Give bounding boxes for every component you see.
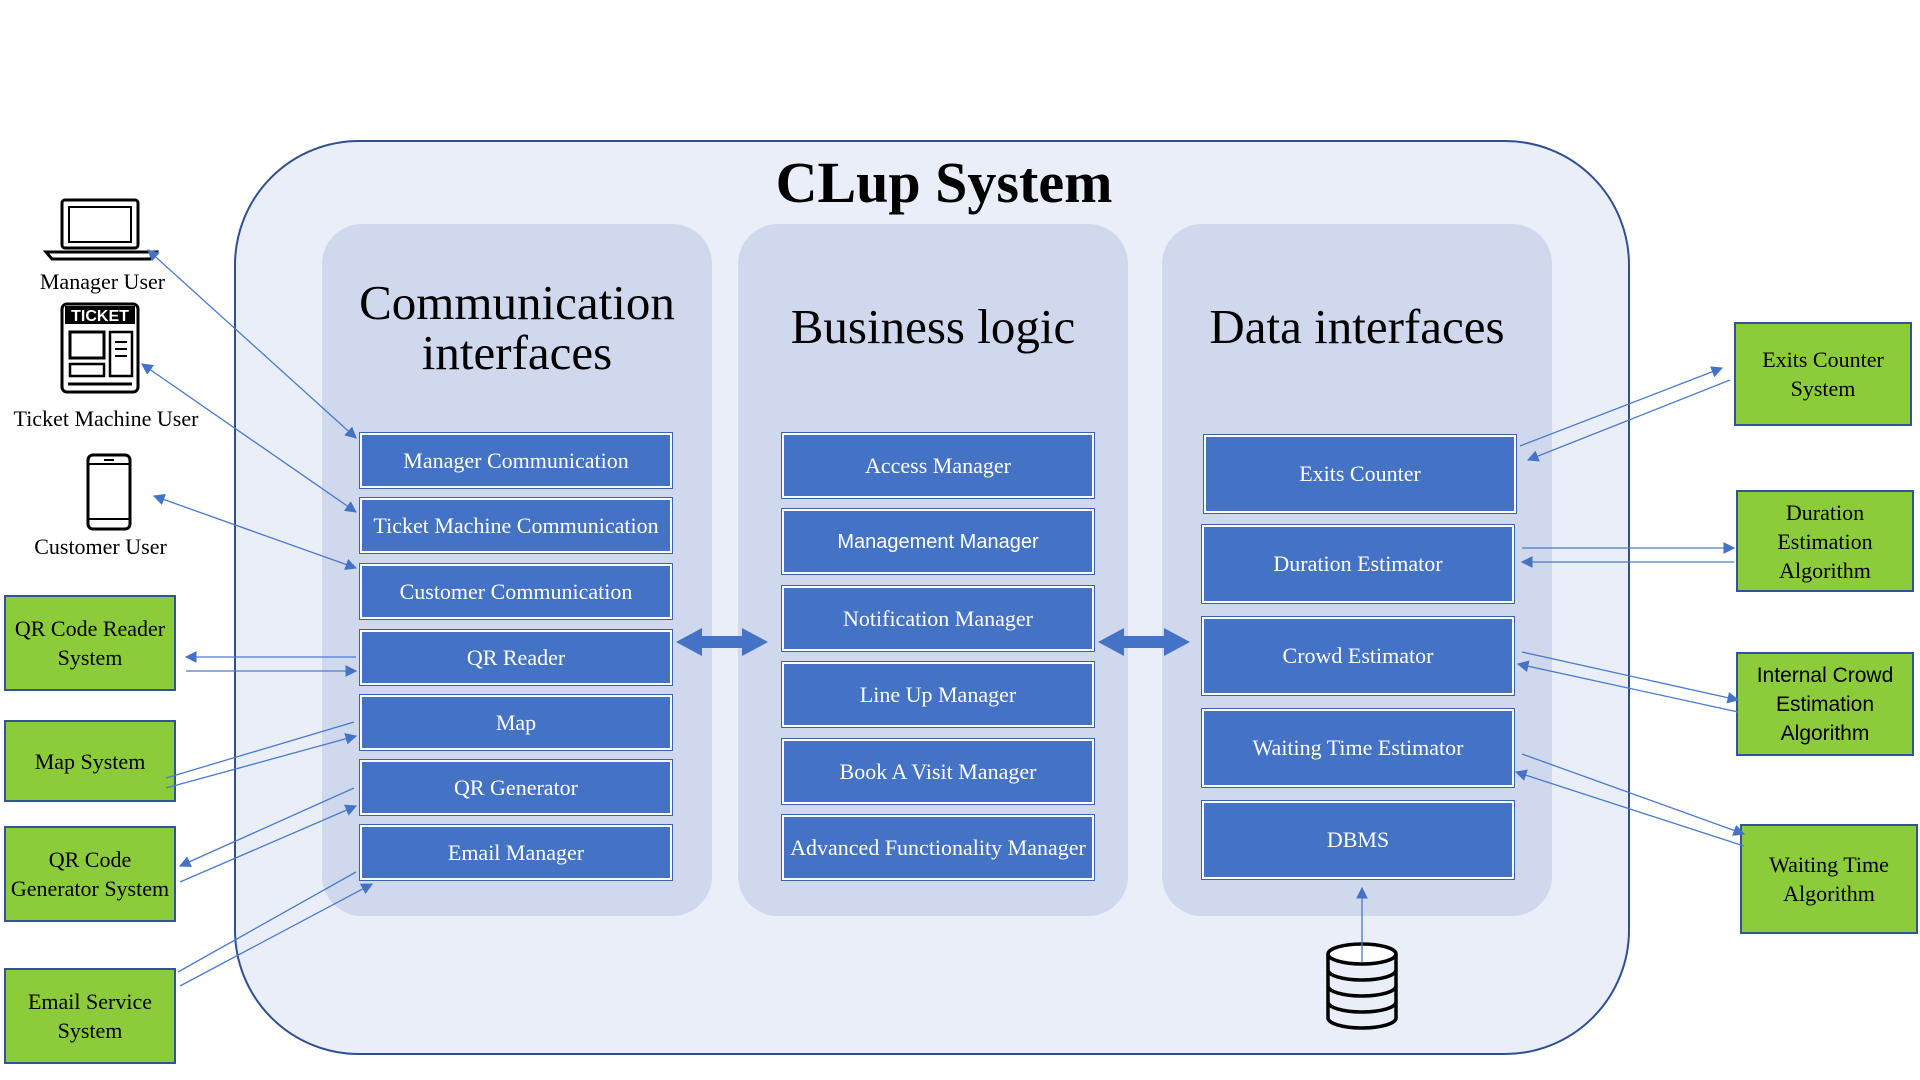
management-manager-block[interactable]: Management Manager (782, 509, 1094, 574)
qr-reader-block[interactable]: QR Reader (360, 630, 672, 685)
waiting-time-estimator-block[interactable]: Waiting Time Estimator (1202, 709, 1514, 787)
ticket-icon-text: TICKET (71, 308, 129, 325)
communication-title-line2: interfaces (421, 325, 613, 380)
data-interfaces-title: Data interfaces (1209, 299, 1505, 354)
arrow-exits-counter-out (1519, 366, 1724, 447)
exits-counter-system[interactable]: Exits Counter System (1734, 322, 1912, 426)
email-service-system[interactable]: Email Service System (4, 968, 176, 1064)
arrow-crowd-out (1521, 651, 1740, 704)
qr-code-reader-system[interactable]: QR Code Reader System (4, 595, 176, 691)
qr-generator-block[interactable]: QR Generator (360, 760, 672, 815)
line-map-out (165, 721, 355, 779)
communication-title-line1: Communication (359, 275, 675, 330)
arrow-ticket-machine-user (141, 363, 357, 513)
exits-counter-block[interactable]: Exits Counter (1204, 435, 1516, 513)
arrow-manager-user (147, 249, 357, 439)
business-logic-title: Business logic (790, 299, 1076, 354)
map-system[interactable]: Map System (4, 720, 176, 802)
arrow-map-in (165, 733, 358, 789)
internal-crowd-estimation-algorithm[interactable]: Internal Crowd Estimation Algorithm (1736, 652, 1914, 756)
qr-code-generator-system[interactable]: QR Code Generator System (4, 826, 176, 922)
arrow-waiting-out (1521, 753, 1746, 836)
notification-manager-block[interactable]: Notification Manager (782, 586, 1094, 651)
dbms-block[interactable]: DBMS (1202, 801, 1514, 879)
arrow-qr-generator-in (179, 804, 358, 883)
duration-estimator-block[interactable]: Duration Estimator (1202, 525, 1514, 603)
manager-user-label: Manager User (39, 269, 166, 294)
system-title: CLup System (775, 150, 1113, 215)
arrow-exits-counter-in (1526, 379, 1731, 462)
ticket-machine-icon: TICKET (60, 302, 140, 394)
email-manager-block[interactable]: Email Manager (360, 825, 672, 880)
double-arrow-business-data (1098, 628, 1190, 656)
access-manager-block[interactable]: Access Manager (782, 433, 1094, 498)
arrow-customer-user (152, 494, 358, 570)
arrow-crowd-in (1516, 660, 1739, 713)
map-block[interactable]: Map (360, 695, 672, 750)
line-up-manager-block[interactable]: Line Up Manager (782, 662, 1094, 727)
duration-estimation-algorithm[interactable]: Duration Estimation Algorithm (1736, 490, 1914, 592)
double-arrow-comm-business (676, 628, 768, 656)
line-email-out (177, 871, 357, 973)
customer-user-label: Customer User (34, 534, 167, 559)
advanced-functionality-manager-block[interactable]: Advanced Functionality Manager (782, 815, 1094, 880)
smartphone-icon (86, 453, 132, 531)
communication-interfaces-title: Communication interfaces (322, 278, 712, 378)
arrow-waiting-in (1514, 769, 1745, 847)
manager-communication-block[interactable]: Manager Communication (360, 433, 672, 488)
arrow-email-in (179, 883, 374, 987)
crowd-estimator-block[interactable]: Crowd Estimator (1202, 617, 1514, 695)
ticket-machine-communication-block[interactable]: Ticket Machine Communication (360, 498, 672, 553)
customer-communication-block[interactable]: Customer Communication (360, 564, 672, 619)
book-a-visit-manager-block[interactable]: Book A Visit Manager (782, 739, 1094, 804)
arrow-qr-generator-out (178, 787, 355, 868)
waiting-time-algorithm[interactable]: Waiting Time Algorithm (1740, 824, 1918, 934)
